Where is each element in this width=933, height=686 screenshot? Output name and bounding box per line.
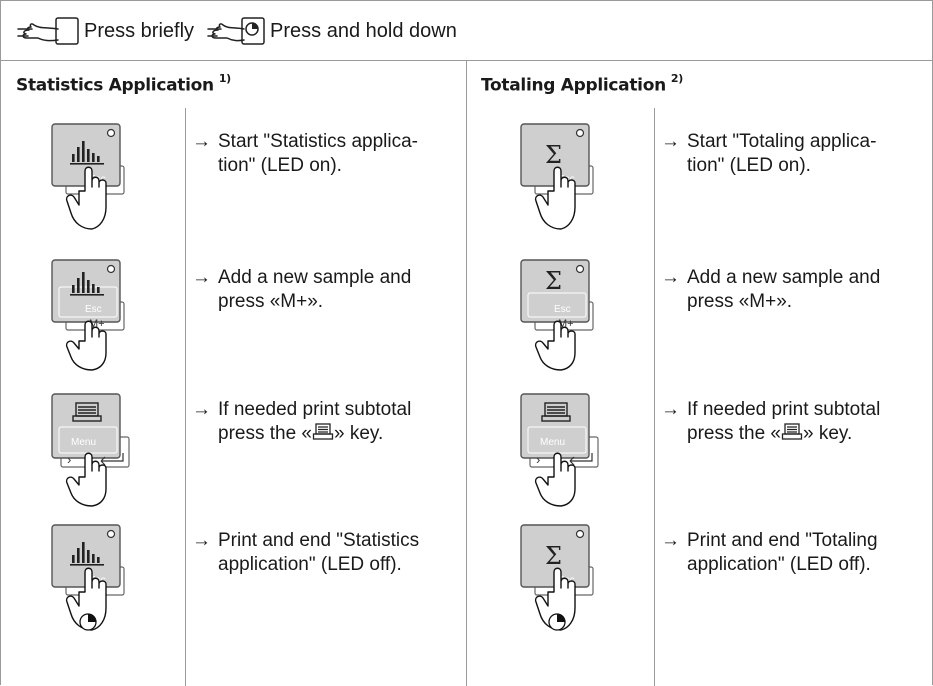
sigma-key-press-and-hold: Σ Esc bbox=[520, 524, 594, 631]
footnote-ref: 1) bbox=[218, 72, 231, 85]
step-text-line: Start "Totaling applica- bbox=[687, 131, 877, 152]
totaling-step-start: → Start "Totaling applica-tion" (LED on)… bbox=[661, 130, 921, 178]
arrow-icon: → bbox=[661, 131, 680, 152]
histogram-key-press-and-hold: Esc bbox=[51, 524, 125, 631]
legend: Press briefly Press and hold down bbox=[16, 14, 457, 48]
sigma-icon: Σ bbox=[545, 141, 562, 169]
statistics-title-text: Statistics Application bbox=[16, 75, 214, 96]
svg-text:›: › bbox=[536, 452, 540, 467]
step-text-line: tion" (LED on). bbox=[218, 155, 342, 176]
step-text-line: application" (LED off). bbox=[687, 554, 871, 575]
totaling-step-divider bbox=[654, 108, 655, 686]
arrow-icon: → bbox=[661, 530, 680, 551]
sigma-icon: Σ bbox=[545, 542, 562, 570]
m-plus-key-label: M+ bbox=[558, 318, 574, 330]
arrow-icon: → bbox=[661, 399, 680, 420]
histogram-key-m-plus: Esc M+ bbox=[51, 259, 125, 371]
histogram-key-press-briefly: Esc bbox=[51, 123, 125, 230]
step-text-line: If needed print subtotal bbox=[218, 399, 412, 420]
step-text-line: » key. bbox=[803, 423, 853, 444]
press-briefly-icon bbox=[17, 17, 79, 45]
statistics-step-print-subtotal: → If needed print subtotal press the « » k… bbox=[192, 398, 452, 446]
statistics-step-start: → Start "Statistics applica-tion" (LED o… bbox=[192, 130, 452, 178]
press-briefly-label: Press briefly bbox=[84, 19, 195, 42]
step-text-line: press the « bbox=[687, 423, 781, 444]
sigma-key-press-briefly: Σ Esc bbox=[520, 123, 594, 230]
step-text-line: If needed print subtotal bbox=[687, 399, 881, 420]
totaling-title-text: Totaling Application bbox=[481, 75, 666, 96]
statistics-section-title: Statistics Application 1) bbox=[16, 72, 231, 96]
press-and-hold-label: Press and hold down bbox=[270, 19, 457, 42]
arrow-icon: → bbox=[192, 530, 211, 551]
column-divider bbox=[466, 60, 467, 686]
arrow-icon: → bbox=[192, 267, 211, 288]
step-text-line: application" (LED off). bbox=[218, 554, 402, 575]
totaling-step-print-end: → Print and end "Totaling application" (L… bbox=[661, 529, 921, 577]
sigma-icon: Σ bbox=[545, 267, 562, 295]
m-plus-key-label: M+ bbox=[89, 318, 105, 330]
footnote-ref: 2) bbox=[670, 72, 683, 85]
step-text-line: Add a new sample and bbox=[218, 267, 412, 288]
totaling-step-add-sample: → Add a new sample and press «M+». bbox=[661, 266, 921, 314]
arrow-icon: → bbox=[192, 131, 211, 152]
step-text-line: Print and end "Totaling bbox=[687, 530, 878, 551]
step-text-line: tion" (LED on). bbox=[687, 155, 811, 176]
printer-icon bbox=[781, 423, 803, 440]
step-text-line: press «M+». bbox=[218, 291, 324, 312]
arrow-icon: → bbox=[661, 267, 680, 288]
esc-key-label: Esc bbox=[554, 304, 571, 315]
esc-key-label: Esc bbox=[85, 304, 102, 315]
print-key: Menu › bbox=[51, 393, 130, 507]
totaling-section-title: Totaling Application 2) bbox=[481, 72, 683, 96]
svg-text:›: › bbox=[67, 452, 71, 467]
arrow-icon: → bbox=[192, 399, 211, 420]
print-key: Menu › bbox=[520, 393, 599, 507]
step-text-line: press the « bbox=[218, 423, 312, 444]
printer-icon bbox=[312, 423, 334, 440]
press-and-hold-icon bbox=[207, 17, 265, 45]
menu-key-label: Menu bbox=[71, 437, 96, 448]
statistics-step-divider bbox=[185, 108, 186, 686]
menu-key-label: Menu bbox=[540, 437, 565, 448]
step-text-line: Add a new sample and bbox=[687, 267, 881, 288]
totaling-step-print-subtotal: → If needed print subtotal press the « » k… bbox=[661, 398, 921, 446]
statistics-step-add-sample: → Add a new sample and press «M+». bbox=[192, 266, 452, 314]
statistics-step-print-end: → Print and end "Statistics application" … bbox=[192, 529, 452, 577]
sigma-key-m-plus: Σ Esc M+ bbox=[520, 259, 594, 371]
step-text-line: press «M+». bbox=[687, 291, 793, 312]
step-text-line: Start "Statistics applica- bbox=[218, 131, 418, 152]
step-text-line: Print and end "Statistics bbox=[218, 530, 420, 551]
step-text-line: » key. bbox=[334, 423, 384, 444]
